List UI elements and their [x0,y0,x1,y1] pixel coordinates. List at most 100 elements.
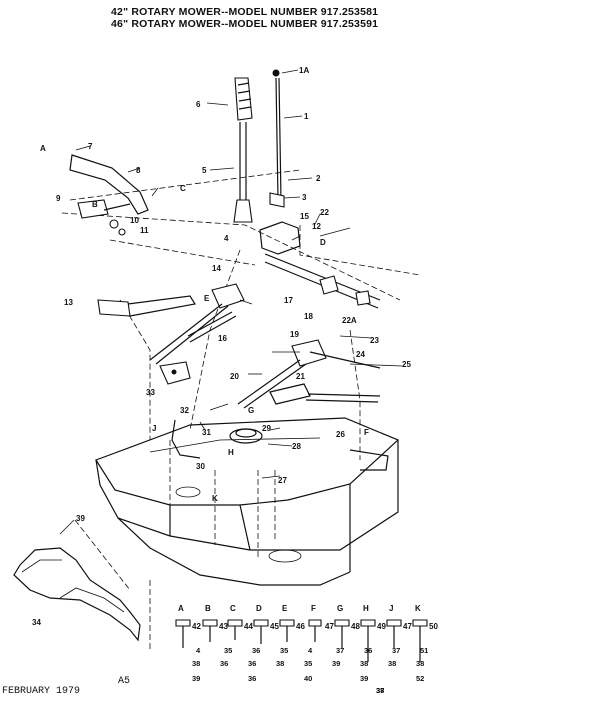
deflector [13,547,141,642]
hardware-row2-label: 37 [392,646,401,655]
callout-31: 31 [202,428,211,437]
hardware-letter-d: D [256,604,262,613]
hardware-row3-label: 36 [220,659,229,668]
callout-22a: 22A [342,316,357,325]
callout-12: 12 [312,222,321,231]
callout-8: 8 [136,166,141,175]
hardware-row3-label: 35 [304,659,313,668]
callout-30: 30 [196,462,205,471]
footer-page: A5 [118,676,131,687]
callout-c: C [180,184,186,193]
callout-25: 25 [402,360,411,369]
callout-32: 32 [180,406,189,415]
center-bracket [237,339,381,409]
callout-14: 14 [212,264,221,273]
hardware-number: 46 [296,622,305,631]
callout-5: 5 [202,166,207,175]
callout-21: 21 [296,372,305,381]
hardware-bolts [175,619,428,662]
hardware-row2-label: 35 [224,646,233,655]
hardware-row4-label: 36 [248,674,257,683]
hardware-row5-label: 38 [376,686,385,695]
callout-26: 26 [336,430,345,439]
hardware-row3-label: 38 [416,659,425,668]
callout-39: 39 [76,514,85,523]
callout-15: 15 [300,212,309,221]
hardware-row4-label: 39 [192,674,201,683]
hardware-letter-k: K [415,604,421,613]
callout-k: K [212,494,218,503]
callout-22: 22 [320,208,329,217]
callout-20: 20 [230,372,239,381]
callout-17: 17 [284,296,293,305]
hardware-letter-f: F [311,604,316,613]
hardware-row3-label: 36 [248,659,257,668]
callout-19: 19 [290,330,299,339]
footer-date: FEBRUARY 1979 [2,686,81,697]
hardware-row3-label: 39 [332,659,341,668]
hardware-letter-e: E [282,604,288,613]
link-rods [149,283,245,385]
hardware-row2-label: 4 [196,646,201,655]
title-line-2: 46" ROTARY MOWER--MODEL NUMBER 917.25359… [111,18,379,30]
leader-lines [59,69,403,535]
callout-3: 3 [302,193,307,202]
callout-d: D [320,238,326,247]
callout-f: F [364,428,369,437]
callout-28: 28 [292,442,301,451]
hardware-row2-label: 37 [336,646,345,655]
hardware-number: 42 [192,622,201,631]
callout-6: 6 [196,100,201,109]
hardware-row5-label: 37 [376,686,385,695]
callout-7: 7 [88,142,93,151]
hardware-row4-label: 52 [416,674,425,683]
callout-1a: 1A [299,66,310,75]
callout-1: 1 [304,112,309,121]
callout-33: 33 [146,388,155,397]
callout-9: 9 [56,194,61,203]
callout-18: 18 [304,312,313,321]
callout-23: 23 [370,336,379,345]
hardware-number: 47 [403,622,412,631]
hardware-number: 45 [270,622,279,631]
callout-16: 16 [218,334,227,343]
callout-g: G [248,406,255,415]
hardware-row3-label: 38 [192,659,201,668]
callout-e: E [204,294,210,303]
callout-10: 10 [130,216,139,225]
callout-34: 34 [32,618,41,627]
callout-27: 27 [278,476,287,485]
lift-handle-assembly [233,69,301,255]
hardware-row4-label: 39 [360,674,369,683]
hardware-row3-label: 38 [276,659,285,668]
hardware-row3-label: 38 [388,659,397,668]
hardware-letter-b: B [205,604,211,613]
callout-j: J [152,424,157,433]
mower-deck [95,417,400,586]
cross-shaft [264,253,381,309]
callout-a: A [40,144,46,153]
hardware-letter-j: J [389,604,394,613]
hardware-row2-label: 35 [280,646,289,655]
hardware-letter-h: H [363,604,369,613]
callout-4: 4 [224,234,229,243]
hardware-number: 44 [244,622,253,631]
hardware-number: 49 [377,622,386,631]
title-line-1: 42" ROTARY MOWER--MODEL NUMBER 917.25358… [111,6,379,18]
construction-lines [61,169,421,650]
hardware-number: 47 [325,622,334,631]
hardware-letter-c: C [230,604,236,613]
front-bar-left [97,295,196,317]
hardware-row2-label: 51 [420,646,429,655]
hardware-row2-label: 36 [252,646,261,655]
callout-b: B [92,200,98,209]
hardware-row4-label: 40 [304,674,313,683]
hardware-letter-g: G [337,604,344,613]
lift-arm-left [69,154,149,236]
callout-2: 2 [316,174,321,183]
hardware-number: 48 [351,622,360,631]
hardware-row2-label: 4 [308,646,313,655]
callout-h: H [228,448,234,457]
